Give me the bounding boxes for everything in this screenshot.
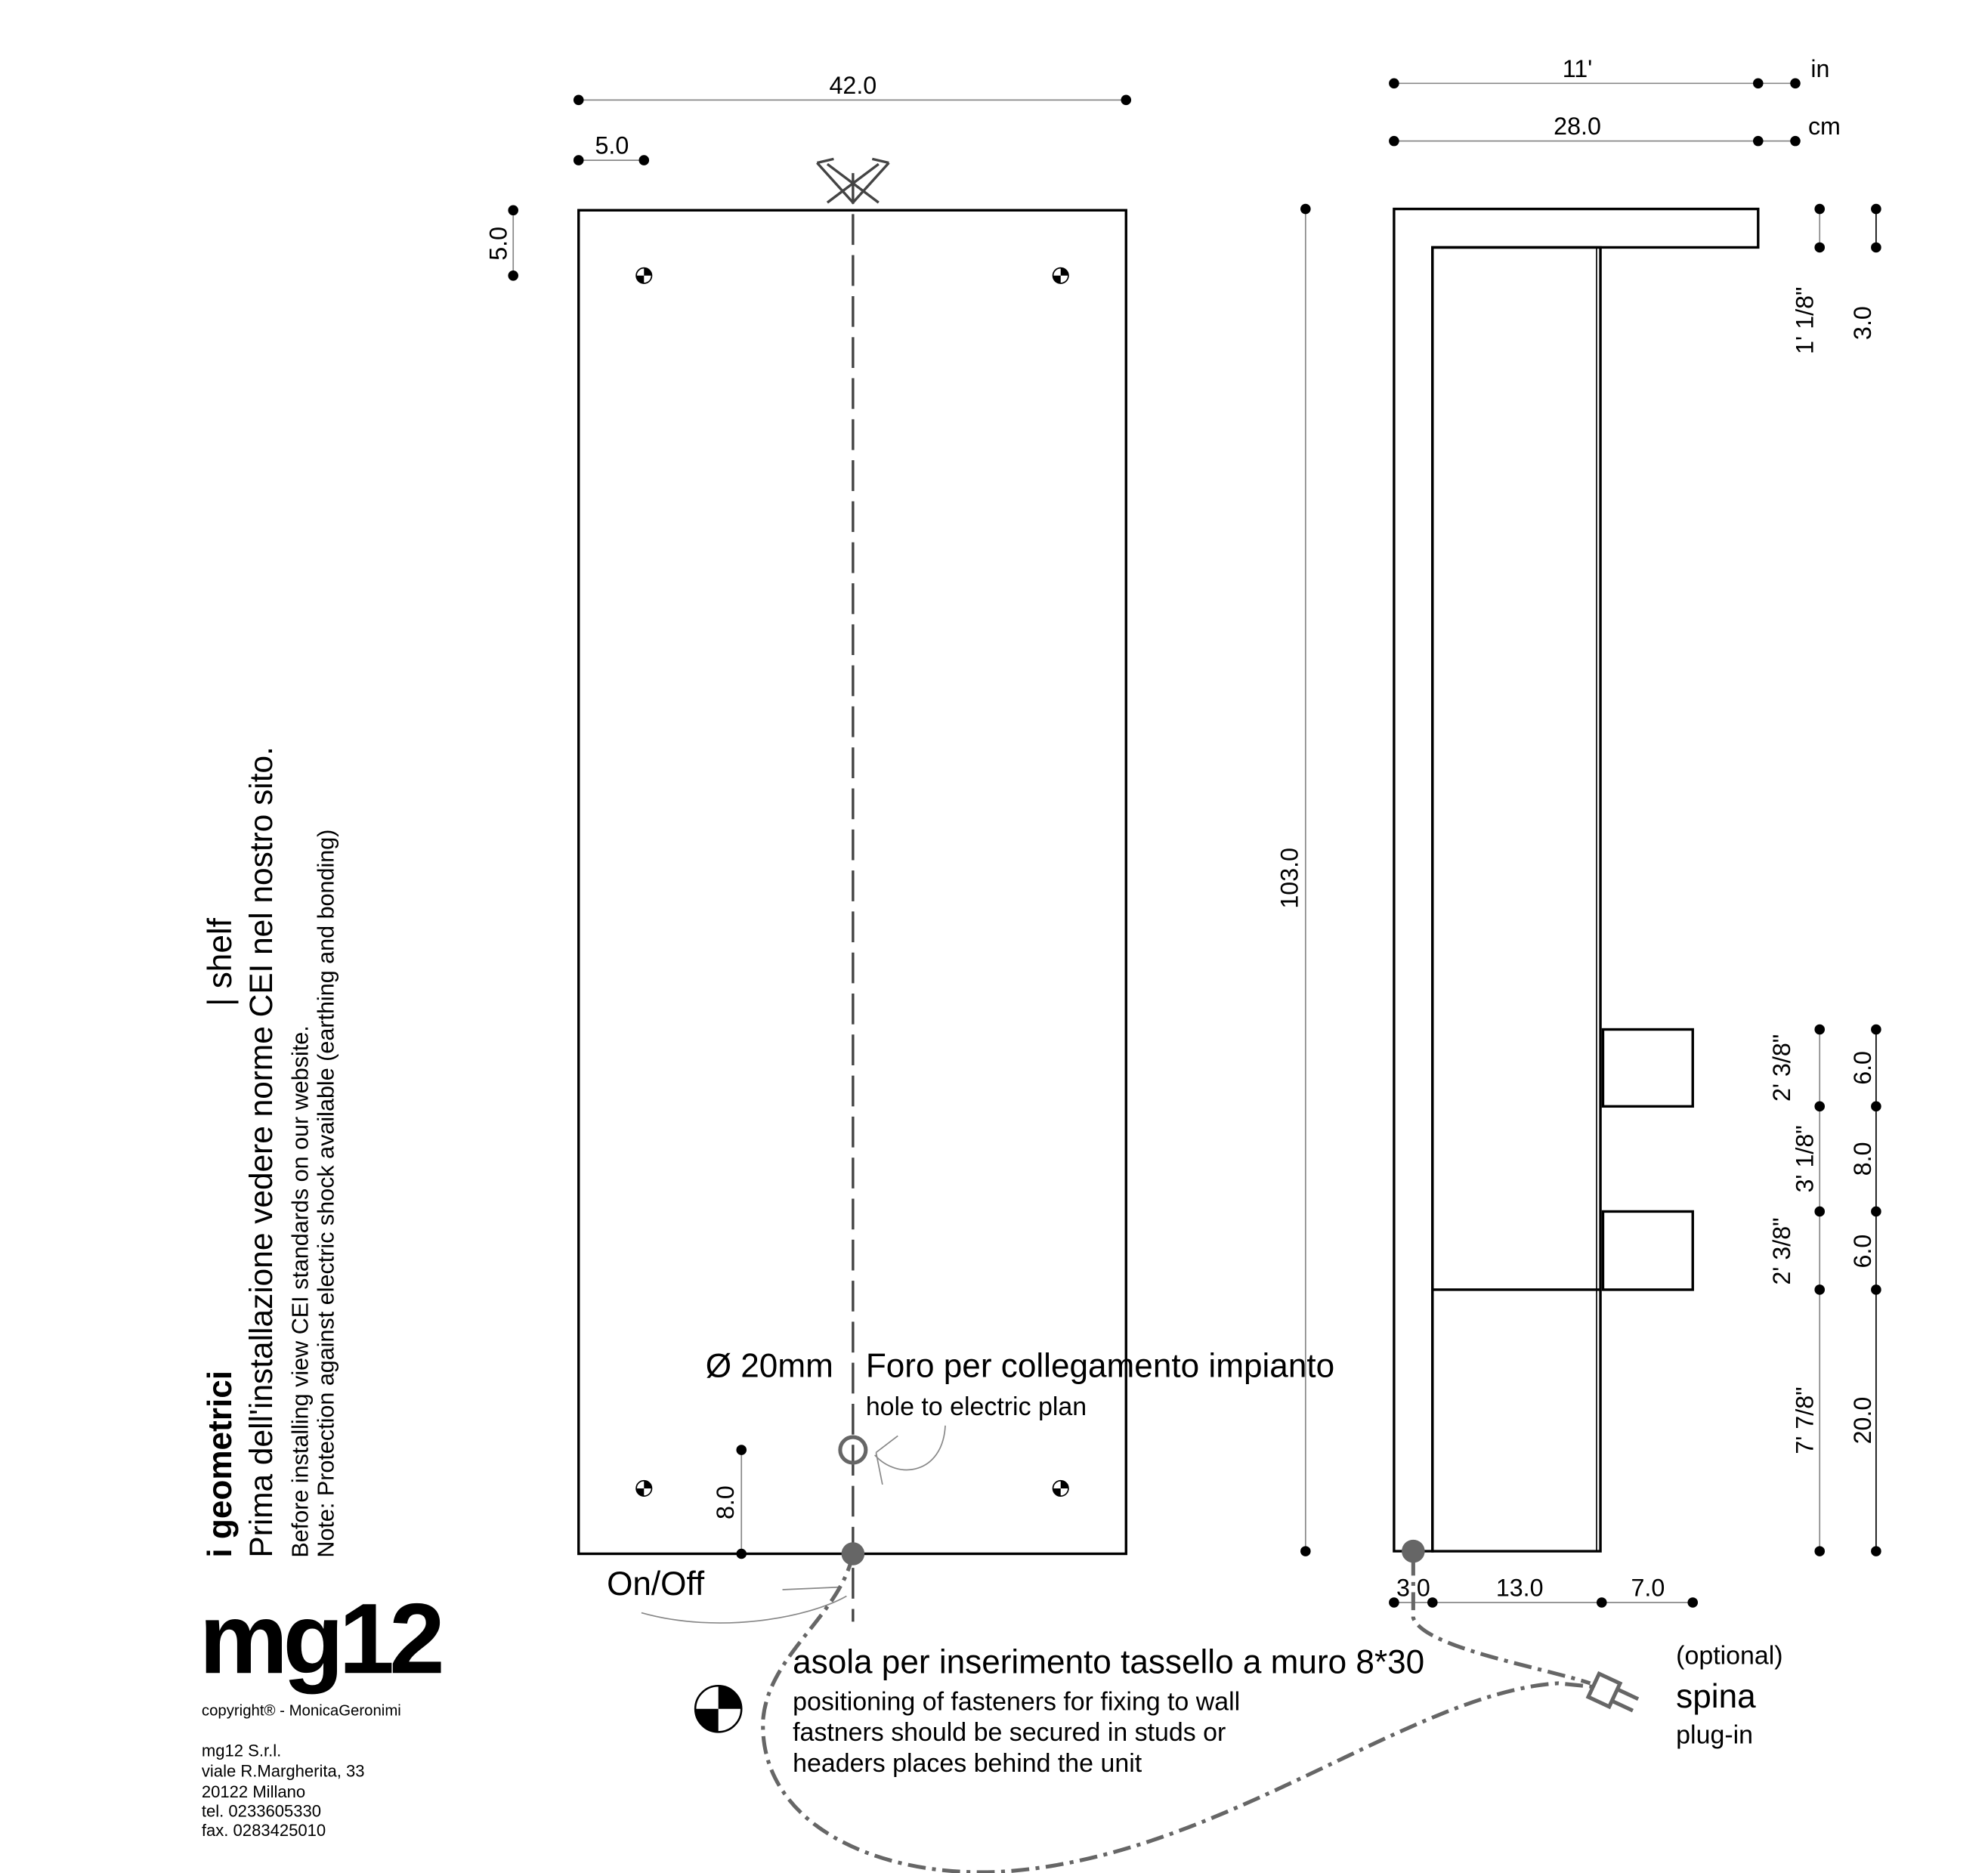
dim-in: 2' 3/8" (1768, 1034, 1795, 1102)
hole-label-it: Foro per collegamento impianto (866, 1347, 1334, 1384)
shelf-bracket (1601, 1210, 1694, 1291)
dim-in: 2' 3/8" (1768, 1217, 1795, 1284)
unit-cm: cm (1808, 113, 1841, 140)
front-view: 42.0 5.0 5.0 8.0 Ø 20mm Foro per collega… (485, 72, 1334, 1624)
side-view: 11' in 28.0 cm 3.0 13.0 7.0 1' 1/8" 2' 3… (1389, 55, 1881, 1608)
fastener-title: asola per inserimento tassello a muro 8*… (793, 1643, 1424, 1680)
switch-leader (641, 1586, 847, 1624)
address-line: fax. 0283425010 (202, 1821, 326, 1840)
note-en-1: Before installing view CEI standards on … (288, 1025, 314, 1557)
fastener-icon (694, 1684, 743, 1733)
dim-hole-height: 8.0 (712, 1485, 739, 1519)
dim-screw-y: 5.0 (485, 227, 512, 261)
address-line: 20122 Millano (202, 1782, 305, 1801)
note-en-2: Note: Protection against electric shock … (314, 830, 339, 1558)
fastener-icon (635, 267, 653, 284)
hole-label-en: hole to electric plan (866, 1392, 1087, 1421)
cable-exit (1402, 1539, 1425, 1563)
note-it: Prima dell'installazione vedere norme CE… (243, 746, 279, 1557)
unit-in: in (1810, 55, 1829, 82)
fastener-line: fastners should be secured in studs or (793, 1718, 1226, 1747)
plug-icon (1585, 1671, 1640, 1713)
dim-depth-in: 11' (1563, 55, 1593, 82)
plug-label-it: spina (1676, 1678, 1756, 1715)
copyright: copyright® - MonicaGeronimi (202, 1702, 401, 1719)
dim-bottom: 13.0 (1496, 1574, 1544, 1601)
dim-width: 42.0 (829, 72, 877, 99)
title-block: i geometrici | shelf Prima dell'installa… (202, 746, 339, 1557)
address-line: viale R.Margherita, 33 (202, 1762, 365, 1781)
dim-height: 103.0 (1276, 848, 1303, 909)
fastener-note: asola per inserimento tassello a muro 8*… (694, 1643, 1424, 1778)
side-frame (1393, 207, 1760, 1553)
dim-in: 1' 1/8" (1792, 287, 1819, 354)
top-arrow-icon (816, 157, 890, 205)
dim-cm: 3.0 (1849, 306, 1876, 340)
address: mg12 S.r.l. viale R.Margherita, 33 20122… (202, 1742, 365, 1840)
dim-in: 7' 7/8" (1792, 1386, 1819, 1454)
fastener-icon (1052, 267, 1069, 284)
hole-diameter: Ø 20mm (706, 1347, 833, 1384)
power-cable (761, 1553, 1597, 1873)
logo-text: mg12 (199, 1583, 441, 1695)
dim-cm: 6.0 (1849, 1235, 1876, 1269)
product-name: | shelf (202, 917, 239, 1006)
logo: mg12 copyright® - MonicaGeronimi (199, 1583, 447, 1719)
dim-cm: 6.0 (1849, 1051, 1876, 1085)
dim-cm: 20.0 (1849, 1397, 1876, 1445)
side-panel (1431, 246, 1602, 1553)
shelf-bracket (1601, 1028, 1694, 1108)
plug-note: (optional) spina plug-in (1676, 1641, 1782, 1749)
cable-hole (838, 1435, 868, 1465)
fastener-line: headers places behind the unit (793, 1749, 1142, 1778)
dim-screw-x: 5.0 (595, 132, 629, 159)
dim-depth-cm: 28.0 (1554, 113, 1601, 140)
switch-label: On/Off (607, 1565, 705, 1603)
dim-in: 3' 1/8" (1792, 1125, 1819, 1192)
brand-line: i geometrici (202, 1371, 239, 1558)
overall-height-dim: 103.0 (1276, 203, 1311, 1556)
fastener-line: positioning of fasteners for fixing to w… (793, 1688, 1240, 1717)
dim-bottom: 7.0 (1631, 1574, 1665, 1601)
address-line: tel. 0233605330 (202, 1801, 321, 1820)
hole-leader (874, 1425, 946, 1485)
plug-label-en: plug-in (1676, 1721, 1753, 1750)
fastener-icon (1052, 1479, 1069, 1497)
plug-optional: (optional) (1676, 1641, 1782, 1670)
fastener-icon (635, 1479, 653, 1497)
address-line: mg12 S.r.l. (202, 1742, 281, 1760)
dim-cm: 8.0 (1849, 1142, 1876, 1176)
